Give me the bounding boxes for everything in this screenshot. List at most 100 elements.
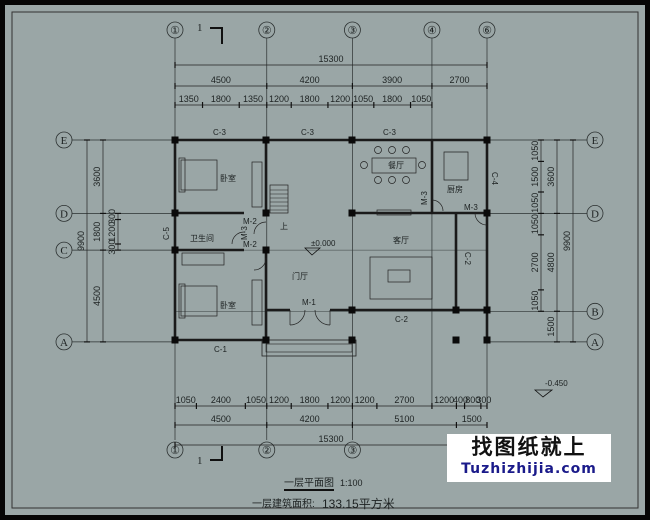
axis-label: ③ [347, 25, 357, 37]
dimension-value: 1200 [330, 94, 350, 104]
elevation-floor-text: ±0.000 [311, 239, 336, 248]
axis-label: D [591, 208, 599, 220]
column [348, 306, 356, 314]
sofa-set [369, 256, 433, 300]
watermark-line1: 找图纸就上 [471, 435, 587, 459]
column [483, 209, 491, 217]
dining-chair [402, 146, 410, 154]
dimension-value: 3600 [92, 167, 102, 187]
section-mark-number: 1 [197, 455, 203, 467]
drawing-title: 一层平面图 [284, 477, 334, 489]
dimension-value: 1050 [176, 395, 196, 405]
axis-bubble [586, 205, 604, 222]
room-bathroom: 卫生间 [190, 233, 214, 243]
drawing-sheet [5, 5, 645, 515]
column [348, 136, 356, 144]
dimension-value: 4500 [92, 286, 102, 306]
dimension-value: 300 [107, 240, 117, 255]
dimension-value: 4500 [211, 75, 231, 85]
axis-label: A [60, 337, 68, 349]
window-c5: C-5 [162, 227, 171, 240]
section-mark-number: 1 [197, 22, 203, 34]
axis-label: ① [170, 445, 180, 457]
dimension-value: 1050 [246, 395, 266, 405]
column [171, 209, 179, 217]
dimension-value: 1350 [243, 94, 263, 104]
column [483, 336, 491, 344]
axis-label: ③ [347, 445, 357, 457]
dimension-value: 1200 [107, 222, 117, 242]
axis-label: A [591, 337, 599, 349]
axis-bubble [478, 21, 496, 39]
elevation-outdoor-text: -0.450 [545, 379, 568, 388]
tv-cabinet [376, 209, 412, 216]
axis-bubble [586, 302, 604, 320]
room-bedroom-lower: 卧室 [220, 300, 236, 310]
door-swing [289, 309, 306, 326]
door-m3: M-3 [464, 203, 478, 212]
section-mark-bottom: 1 [197, 446, 223, 467]
dimension-value: 9900 [562, 231, 572, 251]
column [452, 336, 460, 344]
drawing-scale: 1:100 [340, 478, 363, 488]
column [452, 306, 460, 314]
wardrobe [251, 279, 263, 326]
axis-label: C [60, 245, 67, 257]
column [348, 336, 356, 344]
axis-label: ② [262, 445, 272, 457]
door-swing [231, 231, 245, 245]
axis-label: B [591, 306, 598, 318]
bed [180, 159, 218, 191]
dimension-value: 1050 [353, 94, 373, 104]
room-foyer: 门厅 [292, 271, 308, 281]
dimension-value: 1050 [530, 193, 540, 213]
dimension-value: 5100 [394, 414, 414, 424]
dining-chair [374, 176, 382, 184]
dimension-value: 2700 [530, 252, 540, 272]
dimension-value: 1200 [355, 395, 375, 405]
door-swing [474, 212, 488, 226]
door-m2: M-2 [243, 240, 257, 249]
dimension-value: 1800 [211, 94, 231, 104]
dining-chair [388, 176, 396, 184]
window-c2: C-2 [395, 315, 408, 324]
axis-bubble [586, 131, 604, 149]
dimension-value: 1050 [530, 291, 540, 311]
area-value: 133.15平方米 [322, 496, 395, 511]
room-living: 客厅 [393, 235, 409, 245]
axis-label: ② [262, 25, 272, 37]
staircase [269, 184, 289, 214]
dimension-value: 4500 [211, 414, 231, 424]
door-m3: M-3 [420, 191, 429, 205]
door-m2: M-2 [243, 217, 257, 226]
window-c4: C-4 [490, 172, 499, 185]
inner-border [11, 11, 639, 509]
bed-headboard [178, 283, 186, 319]
dimension-value: 3900 [382, 75, 402, 85]
dimension-value: 1800 [92, 222, 102, 242]
dimension-value: 4200 [300, 414, 320, 424]
dimension-value: 2400 [211, 395, 231, 405]
dimension-value: 1200 [434, 395, 454, 405]
dimension-value: 1200 [269, 94, 289, 104]
column [171, 336, 179, 344]
door-swing [431, 199, 444, 212]
dimension-value: 1800 [382, 94, 402, 104]
watermark: 找图纸就上 Tuzhizhijia.com [447, 434, 611, 482]
bathroom-fixtures [181, 252, 225, 266]
section-mark-top: 1 [197, 22, 223, 44]
porch-steps [261, 339, 357, 357]
dimension-value: 1800 [300, 395, 320, 405]
elevation-floor: ±0.000 [304, 239, 336, 256]
dimension-value: 4200 [300, 75, 320, 85]
bed-headboard [178, 157, 186, 193]
axis-label: E [592, 135, 599, 147]
dimension-value: 1050 [411, 94, 431, 104]
dimension-value: 1050 [530, 141, 540, 161]
dimension-value: 9900 [76, 231, 86, 251]
door-m3: M-3 [240, 226, 249, 240]
porch-steps [265, 343, 353, 353]
dining-chair [374, 146, 382, 154]
